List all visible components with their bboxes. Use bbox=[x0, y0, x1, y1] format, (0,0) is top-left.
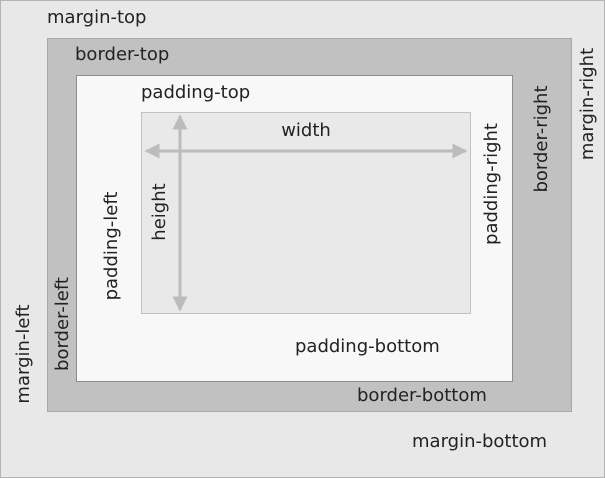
padding-bottom-label: padding-bottom bbox=[295, 336, 440, 357]
padding-top-label: padding-top bbox=[141, 82, 251, 103]
border-bottom-label: border-bottom bbox=[357, 385, 487, 406]
padding-left-label: padding-left bbox=[101, 191, 122, 301]
border-left-label: border-left bbox=[52, 277, 73, 371]
padding-right-label: padding-right bbox=[481, 123, 502, 245]
content-area bbox=[141, 112, 471, 314]
width-label: width bbox=[281, 120, 331, 141]
border-top-label: border-top bbox=[75, 44, 170, 65]
margin-top-label: margin-top bbox=[47, 7, 147, 28]
margin-left-label: margin-left bbox=[13, 304, 34, 404]
margin-right-label: margin-right bbox=[577, 47, 598, 161]
border-right-label: border-right bbox=[531, 85, 552, 193]
margin-bottom-label: margin-bottom bbox=[412, 431, 548, 452]
height-label: height bbox=[149, 183, 170, 241]
